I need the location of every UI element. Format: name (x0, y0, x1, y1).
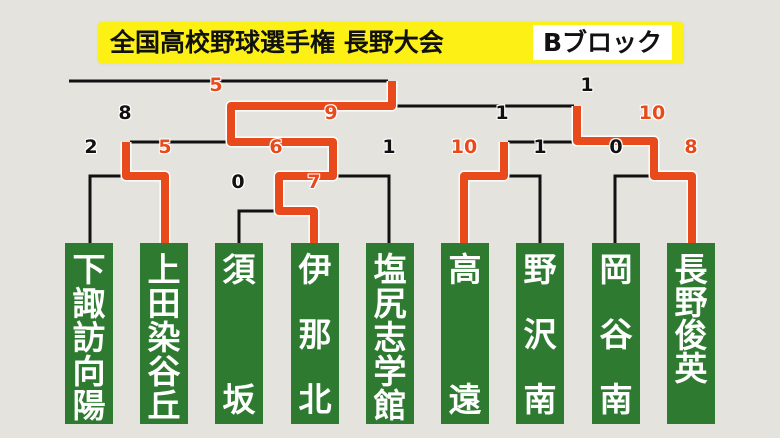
team-name-char: 沢 (523, 315, 557, 354)
losing-score: 1 (533, 136, 547, 158)
losing-score: 8 (118, 102, 132, 124)
losing-score: 1 (382, 136, 396, 158)
team-name-char: 北 (298, 380, 332, 419)
winner-line (573, 106, 696, 243)
team-name-char: 野 (674, 283, 708, 322)
team-name-char: 学 (373, 352, 407, 391)
team-name-char: 陽 (72, 386, 106, 425)
winning-score: 10 (638, 102, 666, 124)
team-name-char: 谷 (147, 352, 181, 391)
losing-score: 0 (231, 171, 245, 193)
team-name-char: 須 (222, 250, 256, 289)
team-name-char: 尻 (373, 284, 407, 323)
losing-score: 2 (84, 136, 98, 158)
winning-score: 10 (450, 136, 478, 158)
team-box: 上田染谷丘 (140, 243, 188, 424)
bracket-line (88, 174, 122, 243)
winning-score: 6 (269, 136, 283, 158)
team-box: 岡谷南 (592, 243, 640, 424)
team-name-char: 岡 (599, 250, 633, 289)
winner-line (227, 81, 396, 243)
team-name-char: 館 (373, 386, 407, 425)
team-name-char: 高 (448, 250, 482, 289)
team-name-char: 俊 (674, 316, 708, 355)
team-box: 高遠 (441, 243, 489, 424)
team-name-char: 染 (147, 318, 181, 357)
winning-score: 8 (684, 136, 698, 158)
team-box: 下諏訪向陽 (65, 243, 113, 424)
team-name-char: 野 (523, 250, 557, 289)
team-box: 伊那北 (291, 243, 339, 424)
bracket-line (237, 209, 275, 243)
team-box: 須坂 (215, 243, 263, 424)
team-box: 塩尻志学館 (366, 243, 414, 424)
team-name-char: 丘 (147, 386, 181, 425)
team-name-char: 下 (72, 250, 106, 289)
team-name-char: 伊 (298, 250, 332, 289)
team-box: 長野俊英 (667, 243, 715, 424)
team-name-char: 田 (147, 284, 181, 323)
loser-bracket-lines (69, 79, 650, 243)
team-name-char: 那 (298, 315, 332, 354)
team-name-char: 南 (599, 380, 633, 419)
winning-score: 9 (324, 102, 338, 124)
winner-bracket-lines (120, 81, 698, 243)
team-name-char: 訪 (72, 318, 106, 357)
team-name-char: 南 (523, 380, 557, 419)
losing-score: 1 (580, 74, 594, 96)
team-name-char: 向 (72, 352, 106, 391)
team-name-char: 諏 (72, 284, 106, 323)
team-name-char: 坂 (222, 380, 256, 419)
winning-score: 5 (209, 74, 223, 96)
team-name-char: 長 (674, 250, 708, 289)
winner-line (122, 142, 169, 243)
winning-score: 7 (307, 171, 321, 193)
bracket-line (508, 174, 542, 243)
tournament-title: 全国高校野球選手権 長野大会 (110, 28, 444, 57)
team-name-char: 上 (147, 250, 181, 289)
team-name-char: 志 (373, 318, 407, 357)
team-name-char: 谷 (599, 315, 633, 354)
team-name-char: 英 (674, 349, 708, 388)
bracket-line (613, 174, 650, 243)
winner-line (460, 142, 508, 243)
bracket-line (337, 174, 391, 243)
block-label: Bブロック (533, 25, 672, 60)
winning-score: 5 (158, 136, 172, 158)
team-name-char: 遠 (448, 380, 482, 419)
losing-score: 1 (495, 102, 509, 124)
title-banner: 全国高校野球選手権 長野大会 Bブロック (98, 22, 684, 64)
team-box: 野沢南 (516, 243, 564, 424)
losing-score: 0 (609, 136, 623, 158)
team-name-char: 塩 (373, 250, 407, 289)
